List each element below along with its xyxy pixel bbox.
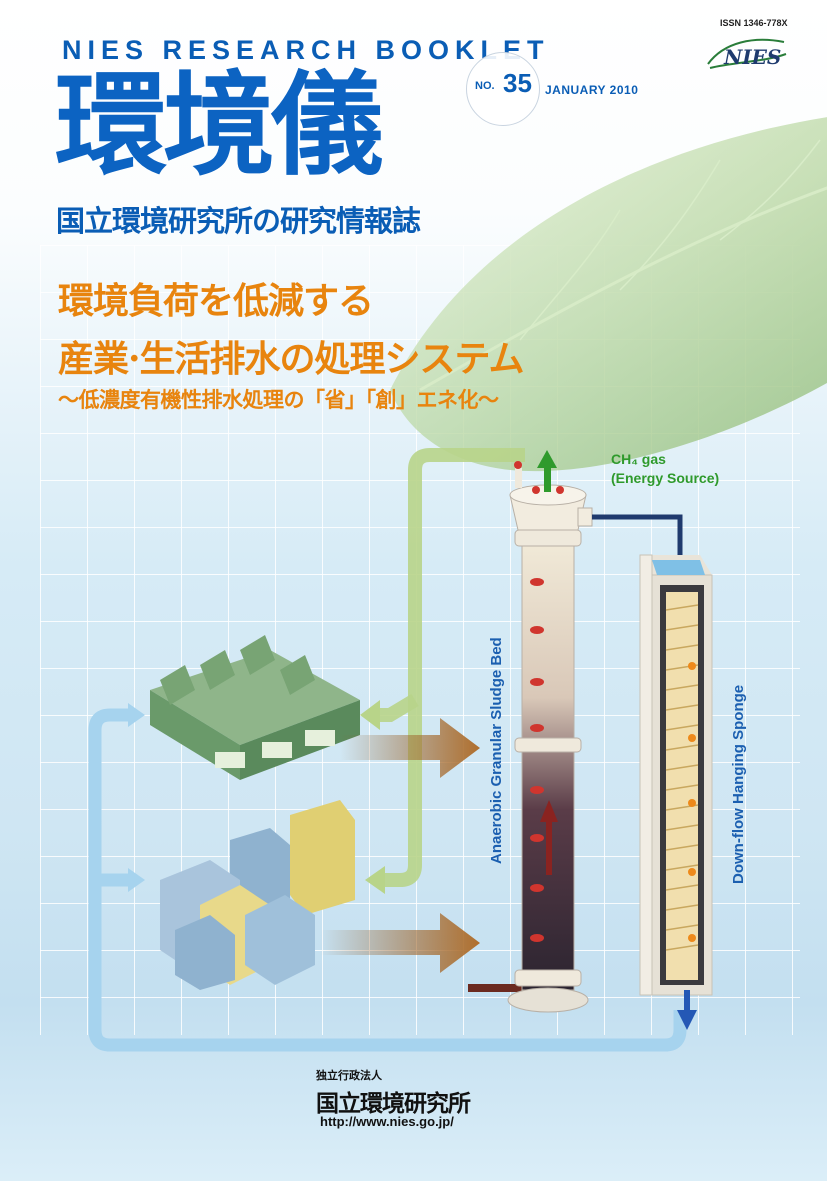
issue-badge <box>466 52 540 126</box>
sponge-label: Down-flow Hanging Sponge <box>730 684 747 884</box>
town-outflow-arrow <box>320 913 480 973</box>
treatment-system-diagram <box>88 448 713 1052</box>
organization-url[interactable]: http://www.nies.go.jp/ <box>320 1114 454 1129</box>
issue-prefix: NO. <box>475 80 495 92</box>
leaf-image <box>390 117 827 472</box>
issue-date: JANUARY 2010 <box>545 83 639 97</box>
anaerobic-reactor-column <box>507 450 593 1013</box>
effluent-pipe <box>592 514 683 560</box>
green-return-pipe <box>380 448 525 887</box>
headline-subtitle: ～低濃度有機性排水処理の「省」「創」エネ化～ <box>58 387 499 412</box>
factory-outflow-arrow <box>340 718 480 778</box>
inflow-arrow <box>468 977 548 999</box>
town-illustration <box>160 800 355 990</box>
factory-illustration <box>150 635 360 780</box>
blue-loop-pipe <box>88 708 687 1052</box>
issn-number: ISSN 1346-778X <box>720 18 788 28</box>
headline-line-1: 環境負荷を低減する <box>58 280 374 322</box>
organization-type: 独立行政法人 <box>316 1069 382 1082</box>
series-title: NIES RESEARCH BOOKLET <box>62 35 550 65</box>
svg-text:NIES: NIES <box>723 45 781 69</box>
sponge-reactor-column <box>639 554 713 1030</box>
green-arrow-head-lower <box>365 866 385 894</box>
methane-gas-label: CH₄ gas (Energy Source) <box>611 450 719 488</box>
organization-name: 国立環境研究所 <box>316 1091 471 1117</box>
methane-gas-formula: CH₄ gas <box>611 451 666 467</box>
green-arrow-head <box>360 700 380 730</box>
headline-line-2: 産業·生活排水の処理システム <box>58 338 524 380</box>
magazine-title: 環境儀 <box>55 61 383 191</box>
issue-number: 35 <box>503 68 532 98</box>
magazine-subtitle: 国立環境研究所の研究情報誌 <box>56 204 421 238</box>
methane-gas-note: (Energy Source) <box>611 470 720 486</box>
nies-logo-icon: NIES <box>707 38 787 69</box>
reactor-label: Anaerobic Granular Sludge Bed <box>488 637 505 864</box>
